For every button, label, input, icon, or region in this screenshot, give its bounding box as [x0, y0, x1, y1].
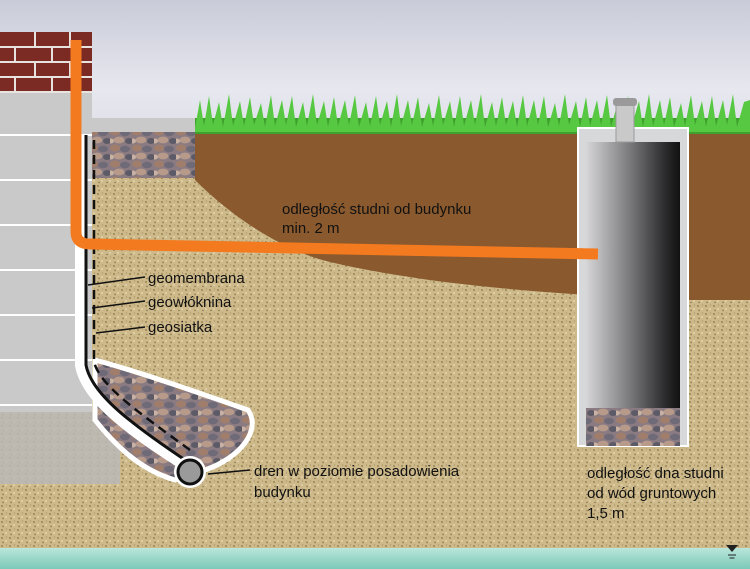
water-level-marker-icon [726, 545, 738, 559]
drain-gravel-trench [92, 356, 255, 483]
groundwater [0, 548, 750, 569]
well-vent-cap [613, 98, 637, 106]
label-well-bottom-line2: od wód gruntowych [587, 485, 716, 502]
water-supply-pipe [70, 40, 599, 260]
geomembrane-line [84, 135, 189, 464]
wall-cap [92, 118, 195, 132]
gravel-strip [92, 130, 195, 178]
geogrid-dashed-line [92, 140, 191, 452]
label-well-bottom-line1: odległość dna studni [587, 465, 724, 482]
label-well-bottom-line3: 1,5 m [587, 505, 625, 522]
foundation-footing [0, 412, 120, 484]
label-geogrid: geosiatka [148, 319, 213, 336]
label-geomembrane: geomembrana [148, 270, 245, 287]
label-drain-line2: budynku [254, 484, 311, 501]
membrane-white-layer [75, 135, 188, 471]
label-distance-line2: min. 2 m [282, 220, 340, 237]
well [577, 98, 689, 447]
label-geotextile: geowłóknina [148, 294, 232, 311]
label-drain-line1: dren w poziomie posadowienia [254, 463, 460, 480]
well-vent-pipe [615, 103, 635, 143]
leader-lines [87, 276, 251, 475]
label-distance-line1: odległość studni od budynku [282, 201, 471, 218]
drain-pipe-icon [176, 458, 204, 486]
